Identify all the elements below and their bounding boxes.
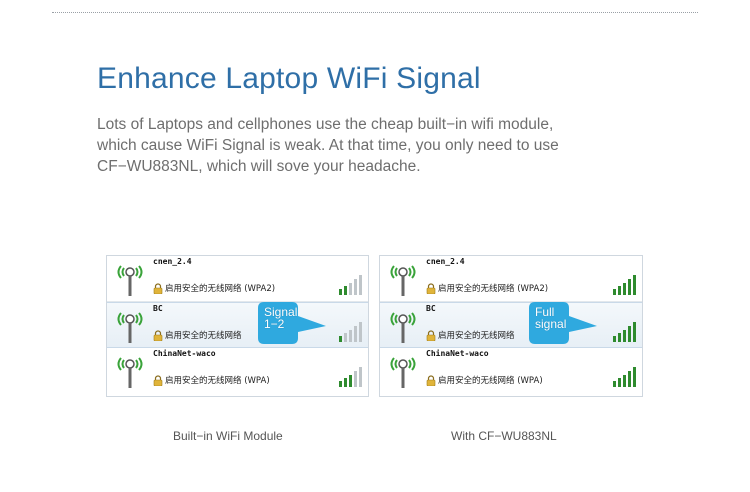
description-line: which cause WiFi Signal is weak. At that…: [97, 137, 559, 154]
network-row[interactable]: ChinaNet-waco 启用安全的无线网络 (WPA): [107, 348, 368, 394]
network-row-selected[interactable]: BC 启用安全的无线网络: [107, 302, 368, 348]
page-title: Enhance Laptop WiFi Signal: [97, 62, 481, 95]
callout-line: Signal: [264, 305, 298, 319]
network-row-selected[interactable]: BC 启用安全的无线网络: [380, 302, 642, 348]
caption-builtin: Built−in WiFi Module: [173, 429, 283, 443]
network-ssid: ChinaNet-waco: [153, 349, 216, 358]
lock-icon: [153, 283, 163, 294]
description-line: Lots of Laptops and cellphones use the c…: [97, 116, 554, 133]
network-ssid: cnen_2.4: [153, 257, 192, 266]
wifi-antenna-icon: [117, 312, 143, 343]
lock-icon: [426, 375, 436, 386]
network-ssid: BC: [426, 304, 436, 313]
callout-line: 1−2: [264, 317, 285, 331]
signal-bars-icon: [613, 322, 636, 342]
network-security-status: 启用安全的无线网络 (WPA2): [438, 284, 549, 294]
signal-callout-cf-wu883nl: Full signal: [529, 300, 599, 346]
signal-bars-icon: [339, 322, 362, 342]
wifi-antenna-icon: [390, 312, 416, 343]
signal-bars-icon: [613, 275, 636, 295]
lock-icon: [426, 283, 436, 294]
wifi-antenna-icon: [390, 357, 416, 388]
signal-bars-icon: [339, 275, 362, 295]
network-security-status: 启用安全的无线网络: [165, 331, 242, 341]
network-ssid: ChinaNet-waco: [426, 349, 489, 358]
signal-callout-builtin: Signal 1−2: [258, 300, 328, 346]
lock-icon: [153, 330, 163, 341]
callout-text: Signal 1−2: [264, 306, 297, 330]
lock-icon: [153, 375, 163, 386]
wifi-antenna-icon: [117, 265, 143, 296]
wifi-antenna-icon: [390, 265, 416, 296]
page-description: Lots of Laptops and cellphones use the c…: [97, 114, 617, 177]
wifi-list-panel-builtin: cnen_2.4 启用安全的无线网络 (WPA2) BC 启用安全的无线网: [106, 255, 369, 397]
network-security-status: 启用安全的无线网络 (WPA): [438, 376, 543, 386]
signal-bars-icon: [339, 367, 362, 387]
description-line: CF−WU883NL, which will sove your headach…: [97, 158, 421, 175]
caption-cf-wu883nl: With CF−WU883NL: [451, 429, 557, 443]
network-security-status: 启用安全的无线网络 (WPA2): [165, 284, 276, 294]
network-ssid: cnen_2.4: [426, 257, 465, 266]
callout-text: Full signal: [535, 306, 566, 330]
network-row[interactable]: ChinaNet-waco 启用安全的无线网络 (WPA): [380, 348, 642, 394]
top-dotted-divider: [52, 12, 698, 13]
callout-line: Full: [535, 305, 555, 319]
network-security-status: 启用安全的无线网络: [438, 331, 515, 341]
callout-bubble-shape: [258, 302, 326, 344]
network-row[interactable]: cnen_2.4 启用安全的无线网络 (WPA2): [380, 256, 642, 302]
signal-bars-icon: [613, 367, 636, 387]
network-row[interactable]: cnen_2.4 启用安全的无线网络 (WPA2): [107, 256, 368, 302]
callout-line: signal: [535, 317, 567, 331]
callout-bubble-shape: [529, 302, 597, 344]
wifi-list-panel-cf-wu883nl: cnen_2.4 启用安全的无线网络 (WPA2) BC 启用安全的无线网: [379, 255, 643, 397]
wifi-antenna-icon: [117, 357, 143, 388]
lock-icon: [426, 330, 436, 341]
network-security-status: 启用安全的无线网络 (WPA): [165, 376, 270, 386]
network-ssid: BC: [153, 304, 163, 313]
